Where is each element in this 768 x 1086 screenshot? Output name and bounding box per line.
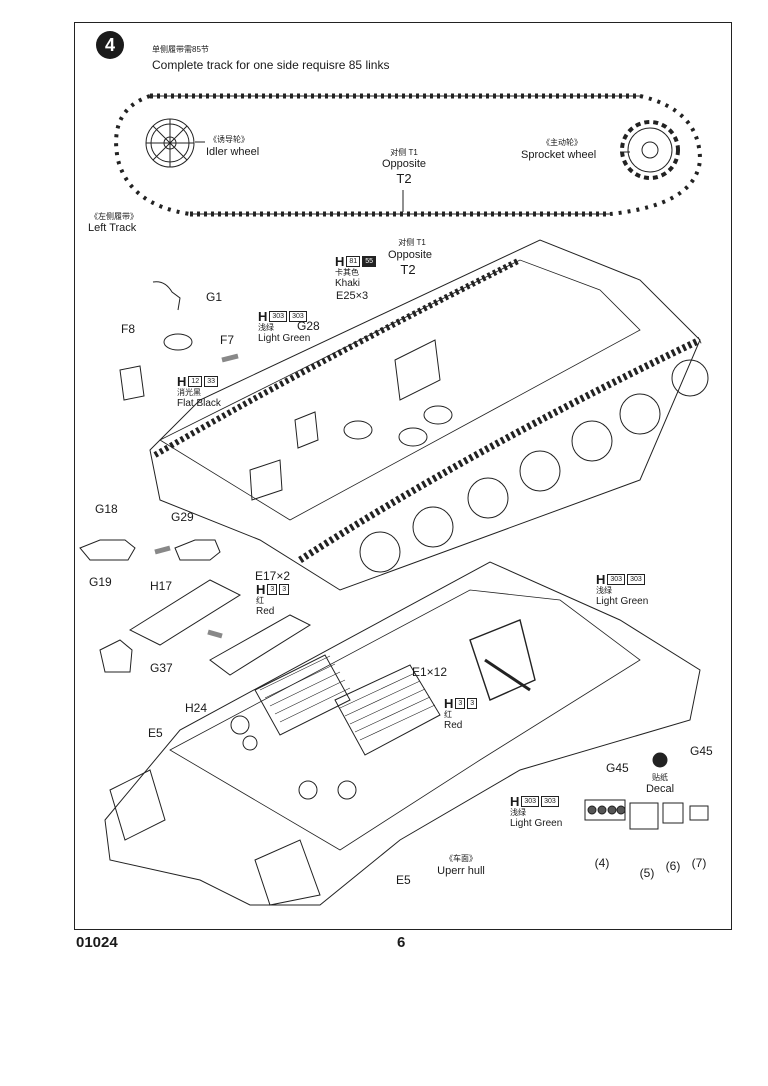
part-h17: H17 — [150, 579, 173, 593]
footer-product-code: 01024 — [76, 934, 118, 951]
decal-number-4: (4) — [594, 856, 610, 870]
part-g37: G37 — [150, 661, 173, 675]
part-g29: G29 — [171, 510, 194, 524]
sprocket-wheel — [620, 120, 680, 180]
opposite2-part: T2 — [400, 262, 416, 277]
step-number-badge: 4 — [96, 31, 124, 59]
header-title-cn: 单侧履带需85节 — [152, 45, 209, 54]
page-frame — [74, 22, 732, 930]
part-g18: G18 — [95, 502, 118, 516]
decal-number-6: (6) — [665, 859, 681, 873]
arrows — [154, 353, 239, 639]
opposite2-cn: 对侧 T1 — [398, 238, 426, 247]
part-e5-bottom: E5 — [396, 873, 411, 887]
part-h24: H24 — [185, 701, 208, 715]
header-title-en: Complete track for one side requisre 85 … — [152, 58, 390, 72]
decal-number-5: (5) — [639, 866, 655, 880]
part-g45-top: G45 — [690, 744, 713, 758]
opposite-cn: 对侧 T1 — [390, 148, 418, 157]
opposite-part: T2 — [396, 171, 412, 186]
opposite2-label: Opposite — [387, 249, 433, 261]
part-g28: G28 — [297, 319, 320, 333]
part-f8: F8 — [121, 322, 136, 336]
upper-hull-label-cn: 《车面》 — [445, 854, 477, 863]
small-parts — [79, 281, 312, 676]
decal-sheet — [584, 752, 709, 830]
left-track-label-cn: 《左侧履带》 — [90, 212, 138, 221]
footer-page-number: 6 — [397, 934, 406, 951]
left-track-label: Left Track — [88, 222, 137, 234]
part-e5-left: E5 — [148, 726, 163, 740]
part-f7: F7 — [220, 333, 235, 347]
part-g1: G1 — [206, 290, 223, 304]
decal-number-7: (7) — [691, 856, 707, 870]
upper-hull — [104, 561, 701, 906]
decal-label: Decal — [645, 783, 675, 795]
part-e17: E17×2 — [255, 569, 291, 583]
sprocket-wheel-label-cn: 《主动轮》 — [542, 138, 582, 147]
hull-assembly — [149, 239, 709, 591]
idler-wheel — [145, 118, 195, 168]
track-loop — [114, 93, 703, 217]
decal-label-cn: 贴纸 — [652, 773, 668, 782]
part-e1: E1×12 — [412, 665, 448, 679]
part-g45-mid: G45 — [606, 761, 629, 775]
opposite-label: Opposite — [381, 158, 427, 170]
upper-hull-label: Uperr hull — [437, 865, 485, 877]
part-e25: E25×3 — [336, 290, 369, 302]
idler-wheel-label-cn: 《诱导轮》 — [209, 135, 249, 144]
idler-wheel-label: Idler wheel — [206, 146, 260, 158]
sprocket-wheel-label: Sprocket wheel — [521, 149, 597, 161]
part-g19: G19 — [89, 575, 112, 589]
